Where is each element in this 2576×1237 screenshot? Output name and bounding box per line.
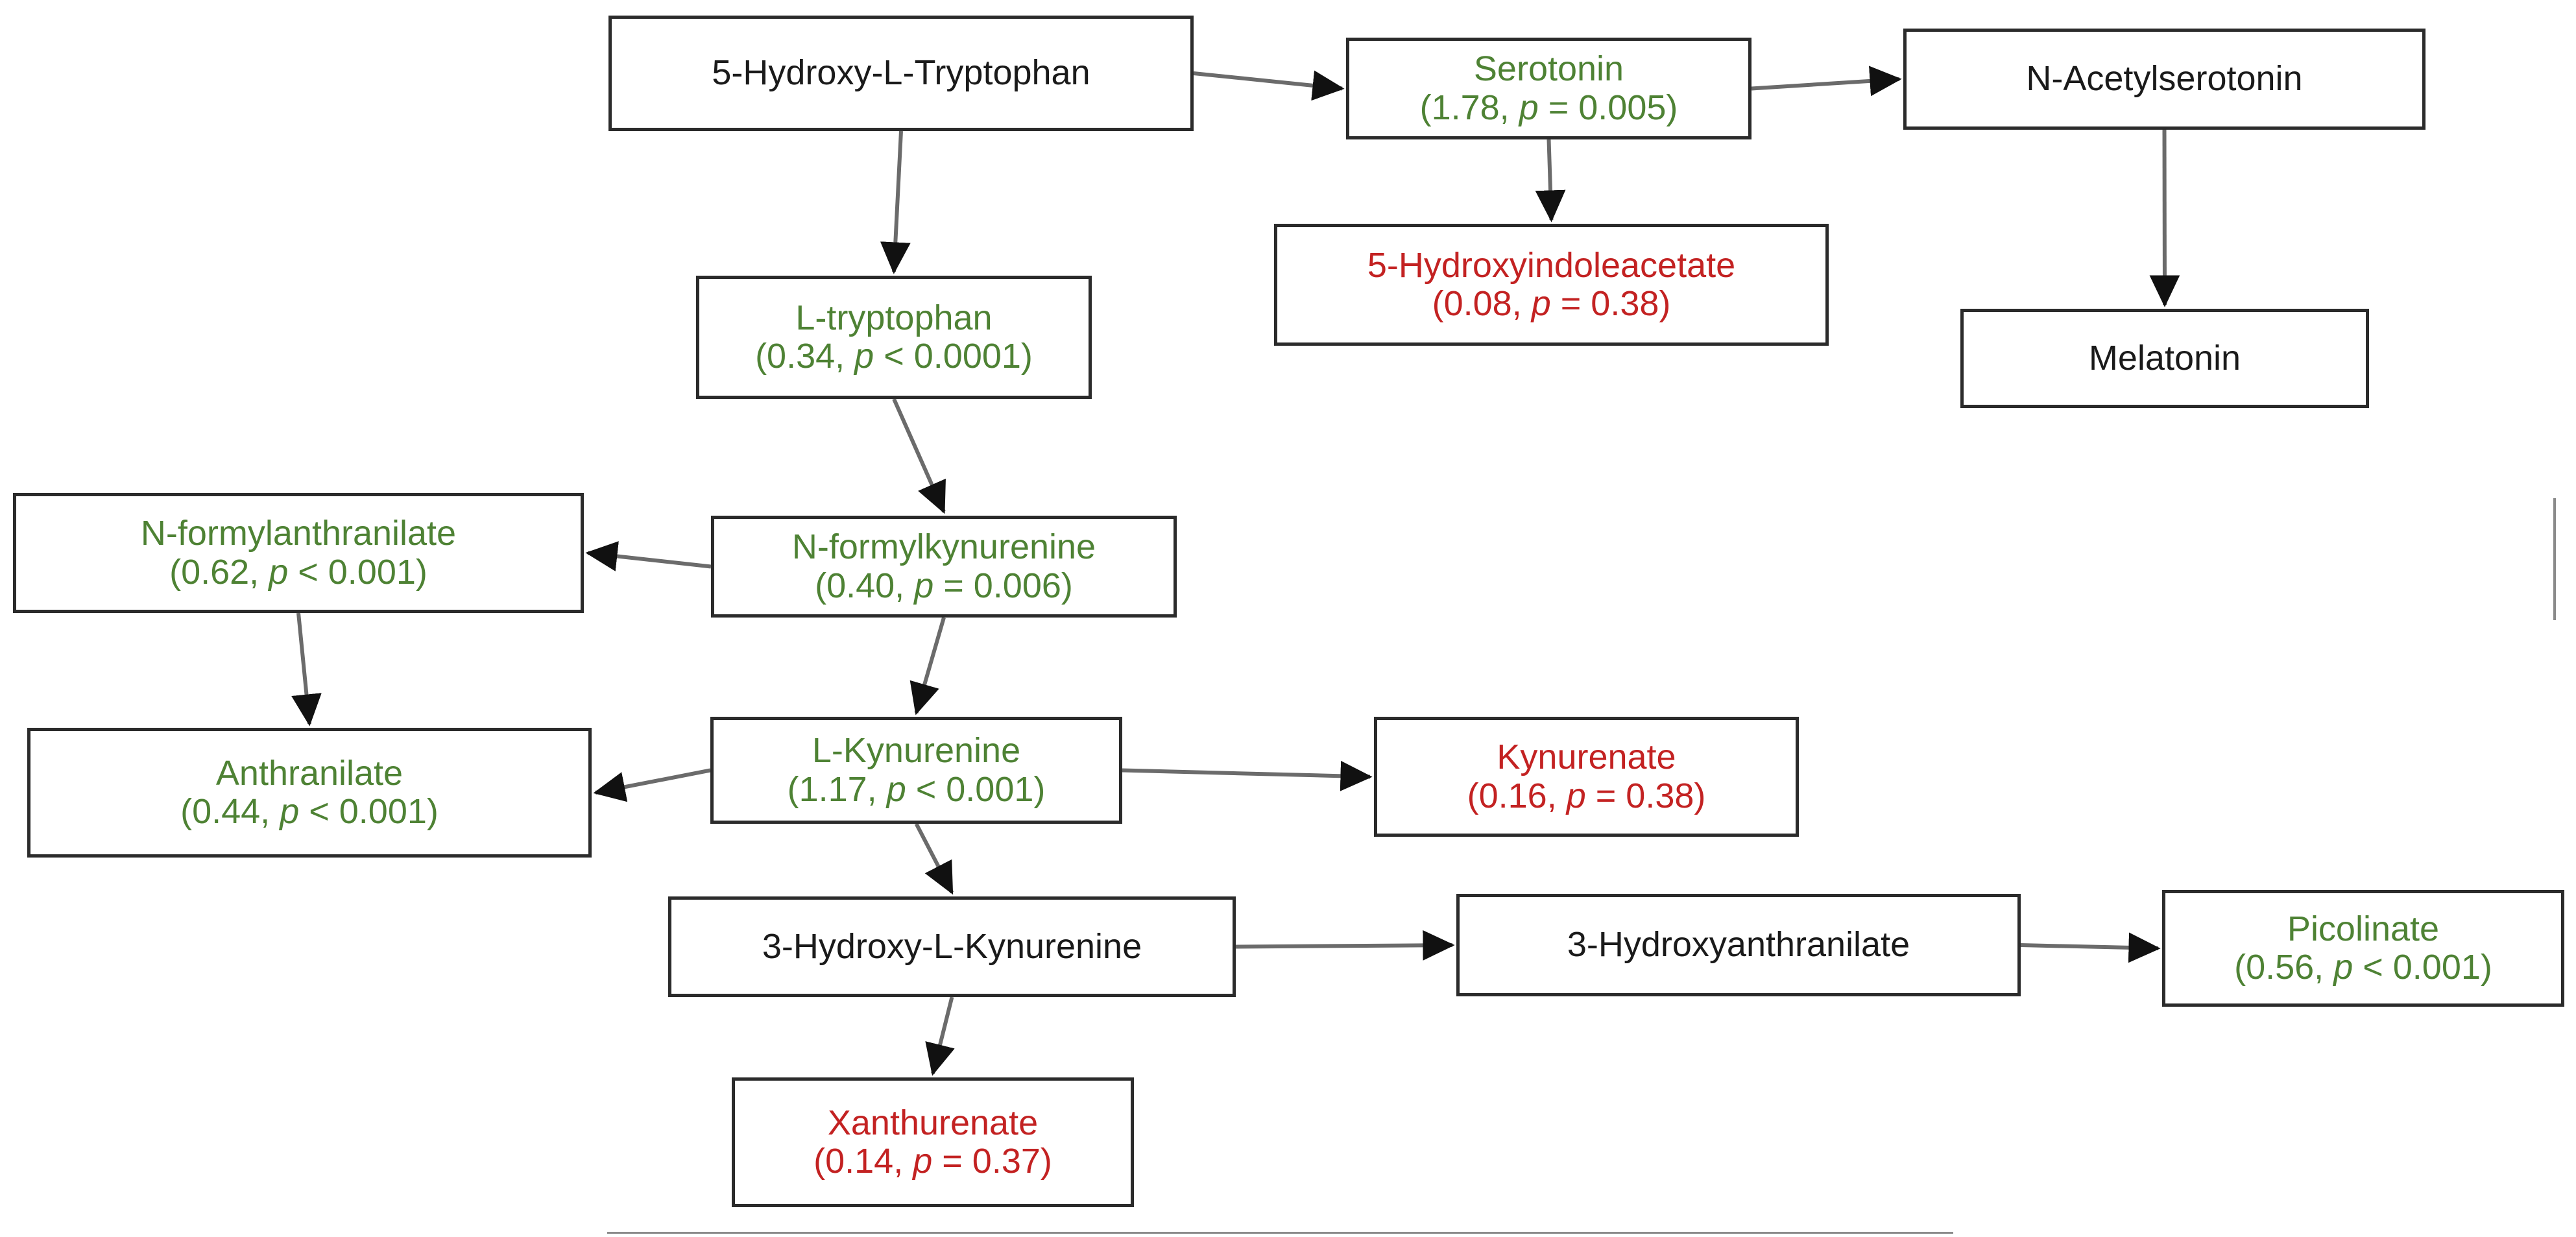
edge-5htp-to-serotonin (1193, 70, 1345, 101)
stat-suffix: < 0.001) (906, 769, 1046, 809)
node-label: L-tryptophan (795, 298, 993, 337)
stat-prefix: (1.17, (787, 769, 887, 809)
edge-lkynurenine-to-3hk (914, 823, 954, 895)
node-label: 5-Hydroxy-L-Tryptophan (712, 53, 1090, 93)
node-n-formylkynurenine[interactable]: N-formylkynurenine(0.40, p = 0.006) (711, 516, 1177, 618)
node-label: Serotonin (1473, 49, 1624, 89)
node-label: N-Acetylserotonin (2026, 59, 2303, 99)
node-statistic: (0.62, p < 0.001) (169, 552, 427, 592)
stat-prefix: (0.34, (755, 337, 855, 376)
stat-suffix: < 0.001) (2353, 948, 2492, 987)
node-anthranilate[interactable]: Anthranilate(0.44, p < 0.001) (27, 728, 592, 858)
node-label: L-Kynurenine (812, 731, 1021, 771)
stat-prefix: (0.16, (1467, 776, 1567, 815)
node-label: 3-Hydroxyanthranilate (1567, 925, 1910, 965)
stat-p-symbol: p (914, 566, 934, 605)
node-l-tryptophan[interactable]: L-tryptophan(0.34, p < 0.0001) (696, 276, 1092, 399)
stat-p-symbol: p (1519, 88, 1539, 127)
stat-suffix: = 0.37) (932, 1142, 1052, 1181)
node-label: Kynurenate (1497, 738, 1676, 777)
node-picolinate[interactable]: Picolinate(0.56, p < 0.001) (2162, 890, 2564, 1007)
stat-p-symbol: p (886, 769, 906, 809)
edge-3hk-to-xanthurenate (925, 996, 955, 1076)
stat-prefix: (0.14, (813, 1142, 913, 1181)
node-statistic: (1.78, p = 0.005) (1419, 88, 1678, 127)
stat-prefix: (0.62, (169, 552, 269, 592)
node-hydroxyindoleacetate[interactable]: 5-Hydroxyindoleacetate(0.08, p = 0.38) (1274, 224, 1829, 346)
stat-suffix: < 0.0001) (874, 337, 1033, 376)
edge-serotonin-to-nacetylserotonin (1751, 66, 1902, 97)
node-label: N-formylkynurenine (791, 527, 1096, 567)
edge-tryptophan-to-nformylkynurenine (892, 398, 946, 514)
edge-lkynurenine-to-kynurenate (1122, 760, 1373, 791)
stat-suffix: = 0.005) (1538, 88, 1678, 127)
page-edge-artifact-vertical (2553, 498, 2556, 620)
node-statistic: (0.08, p = 0.38) (1432, 285, 1671, 322)
edge-nformylanthranilate-to-anthranilate (291, 612, 322, 727)
edge-5htp-to-tryptophan (880, 130, 911, 274)
node-statistic: (0.44, p < 0.001) (180, 793, 439, 830)
node-hydroxyanthranilate[interactable]: 3-Hydroxyanthranilate (1456, 894, 2021, 996)
stat-prefix: (0.08, (1432, 284, 1532, 323)
edge-lkynurenine-to-anthranilate (593, 768, 711, 802)
edge-3ha-to-picolinate (2020, 932, 2161, 963)
stat-p-symbol: p (280, 792, 300, 831)
stat-p-symbol: p (1566, 776, 1586, 815)
edge-serotonin-to-5hiaa (1535, 139, 1566, 222)
edge-3hk-to-3ha (1235, 930, 1455, 961)
node-label: 3-Hydroxy-L-Kynurenine (762, 926, 1142, 966)
stat-prefix: (0.40, (815, 566, 915, 605)
node-hydroxy-l-kynurenine[interactable]: 3-Hydroxy-L-Kynurenine (668, 896, 1236, 997)
stat-suffix: < 0.001) (288, 552, 427, 592)
stat-prefix: (0.56, (2234, 948, 2334, 987)
stat-prefix: (1.78, (1419, 88, 1519, 127)
node-n-acetylserotonin[interactable]: N-Acetylserotonin (1903, 29, 2426, 130)
node-xanthurenate[interactable]: Xanthurenate(0.14, p = 0.37) (732, 1077, 1134, 1207)
stat-p-symbol: p (913, 1142, 933, 1181)
stat-prefix: (0.44, (180, 792, 280, 831)
node-n-formylanthranilate[interactable]: N-formylanthranilate(0.62, p < 0.001) (13, 493, 584, 613)
node-l-kynurenine[interactable]: L-Kynurenine(1.17, p < 0.001) (710, 717, 1122, 824)
node-statistic: (0.16, p = 0.38) (1467, 776, 1706, 815)
page-edge-artifact-horizontal (607, 1232, 1953, 1234)
stat-p-symbol: p (1531, 284, 1551, 323)
edge-nformylkynurenine-to-lkynurenine (909, 617, 946, 715)
stat-suffix: < 0.001) (299, 792, 439, 831)
node-label: Picolinate (2287, 909, 2440, 948)
node-label: Melatonin (2088, 338, 2241, 378)
stat-p-symbol: p (269, 552, 289, 592)
edge-nformylkynurenine-to-nformylanthranilate (585, 541, 712, 571)
node-label: 5-Hydroxyindoleacetate (1367, 245, 1736, 285)
node-statistic: (0.56, p < 0.001) (2234, 948, 2492, 987)
node-hydroxytryptophan[interactable]: 5-Hydroxy-L-Tryptophan (608, 16, 1194, 131)
node-label: Xanthurenate (827, 1103, 1039, 1142)
node-serotonin[interactable]: Serotonin(1.78, p = 0.005) (1346, 38, 1751, 139)
node-label: N-formylanthranilate (140, 514, 457, 553)
stat-suffix: = 0.38) (1550, 284, 1671, 323)
node-kynurenate[interactable]: Kynurenate(0.16, p = 0.38) (1374, 717, 1799, 837)
stat-p-symbol: p (2333, 948, 2353, 987)
stat-suffix: = 0.006) (933, 566, 1073, 605)
node-melatonin[interactable]: Melatonin (1960, 309, 2369, 408)
node-label: Anthranilate (215, 753, 403, 793)
stat-suffix: = 0.38) (1585, 776, 1706, 815)
node-statistic: (0.40, p = 0.006) (815, 566, 1073, 605)
node-statistic: (0.34, p < 0.0001) (755, 337, 1033, 376)
stat-p-symbol: p (854, 337, 874, 376)
node-statistic: (0.14, p = 0.37) (813, 1142, 1052, 1181)
node-statistic: (1.17, p < 0.001) (788, 771, 1046, 808)
